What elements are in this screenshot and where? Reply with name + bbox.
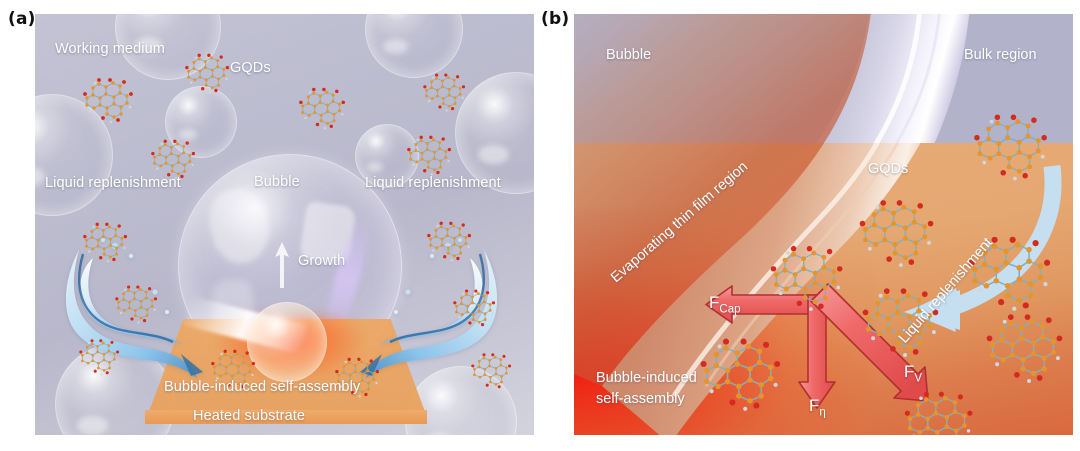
force-subscript: V — [914, 372, 923, 385]
label-heated-substrate: Heated substrate — [193, 408, 306, 424]
gqd-flake — [83, 77, 134, 124]
nucleating-bubble — [247, 302, 327, 382]
force-symbol: F — [904, 362, 915, 381]
panel-b-letter: (b) — [541, 9, 570, 29]
gqd-flake — [79, 338, 120, 376]
label-force-viscous: Fη — [809, 396, 826, 418]
bubble-wall — [574, 14, 970, 435]
gqd-flake — [453, 289, 496, 328]
panel-a-letter: (a) — [8, 9, 36, 29]
gqd-flake — [770, 245, 844, 312]
label-force-evaporation: FV — [904, 362, 922, 384]
label-liquid-replenishment-left: Liquid replenishment — [45, 175, 181, 191]
label-bubble: Bubble — [606, 47, 652, 63]
force-subscript: η — [819, 406, 826, 419]
label-bubble: Bubble — [254, 174, 300, 190]
background-bubble — [455, 72, 534, 194]
label-growth: Growth — [298, 253, 346, 269]
gqd-flake — [904, 390, 974, 435]
gqd-flake — [115, 285, 158, 324]
gqd-flake — [407, 135, 452, 176]
gqd-flake — [700, 337, 782, 412]
label-gqds: GQDs — [230, 60, 271, 76]
heated-substrate-bar — [145, 410, 427, 424]
gqd-flake — [151, 139, 196, 180]
force-symbol: F — [809, 396, 820, 415]
gqd-flake — [974, 113, 1048, 182]
gqd-flake — [859, 199, 935, 268]
background-bubble — [365, 14, 463, 78]
gqd-flake — [83, 222, 128, 263]
label-bulk-region: Bulk region — [964, 47, 1037, 63]
label-self-assembly: Bubble-induced self-assembly — [164, 379, 361, 395]
force-subscript: Cap — [719, 303, 741, 316]
label-force-capillary: FCap — [709, 293, 741, 315]
gqd-flake — [423, 73, 466, 112]
label-liquid-replenishment-right: Liquid replenishment — [365, 175, 501, 191]
panel-b: Bubble Bulk region GQDs Evaporating thin… — [574, 14, 1073, 435]
water-splash-icon — [360, 238, 498, 378]
gqd-flake — [427, 221, 472, 262]
gqd-flake — [471, 352, 512, 390]
background-bubble — [355, 124, 419, 188]
label-self-assembly: Bubble-induced self-assembly — [596, 370, 697, 408]
force-symbol: F — [709, 293, 720, 312]
panel-a: Working medium GQDs Liquid replenishment… — [35, 14, 534, 435]
gqd-flake — [185, 53, 230, 94]
up-arrow-icon — [275, 242, 289, 288]
label-gqds: GQDs — [868, 161, 909, 177]
gqd-flake — [986, 313, 1064, 384]
gqd-flake — [299, 87, 346, 130]
label-working-medium: Working medium — [55, 41, 165, 57]
